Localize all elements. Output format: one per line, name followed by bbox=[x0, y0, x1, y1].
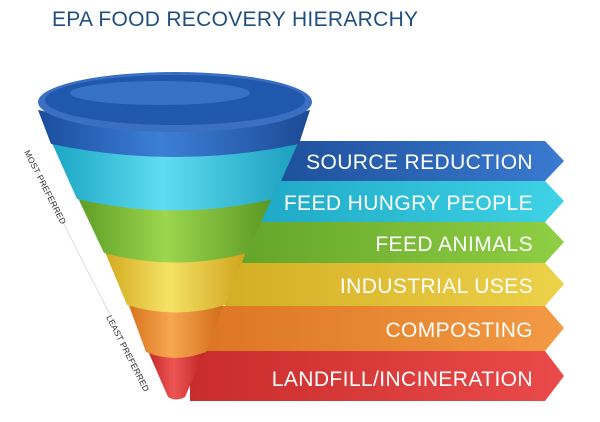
arrow-feed-animals bbox=[240, 222, 564, 263]
funnel-band-yellow bbox=[105, 252, 246, 313]
page-title: EPA FOOD RECOVERY HIERARCHY bbox=[52, 8, 419, 31]
tier-label-6: LANDFILL/INCINERATION bbox=[272, 368, 533, 391]
tier-label-2: FEED HUNGRY PEOPLE bbox=[284, 192, 533, 215]
tier-arrows bbox=[190, 141, 564, 401]
tier-label-1: SOURCE REDUCTION bbox=[306, 151, 533, 174]
funnel-top-highlight bbox=[70, 81, 250, 105]
funnel-band-cyan bbox=[52, 143, 298, 211]
tier-label-4: INDUSTRIAL USES bbox=[340, 275, 533, 298]
arrow-industrial-uses bbox=[225, 263, 564, 306]
axis-line bbox=[28, 155, 150, 392]
funnel-band-green bbox=[78, 198, 272, 263]
tier-labels: SOURCE REDUCTION FEED HUNGRY PEOPLE FEED… bbox=[272, 151, 533, 391]
arrow-landfill-incineration bbox=[190, 351, 564, 401]
tier-label-3: FEED ANIMALS bbox=[375, 233, 533, 256]
funnel-band-red bbox=[148, 351, 205, 400]
arrow-composting bbox=[205, 306, 564, 351]
arrow-source-reduction bbox=[270, 141, 564, 181]
arrow-feed-hungry-people bbox=[255, 181, 564, 222]
tier-label-5: COMPOSTING bbox=[385, 319, 533, 342]
funnel bbox=[38, 72, 312, 400]
funnel-band-orange bbox=[128, 303, 224, 358]
